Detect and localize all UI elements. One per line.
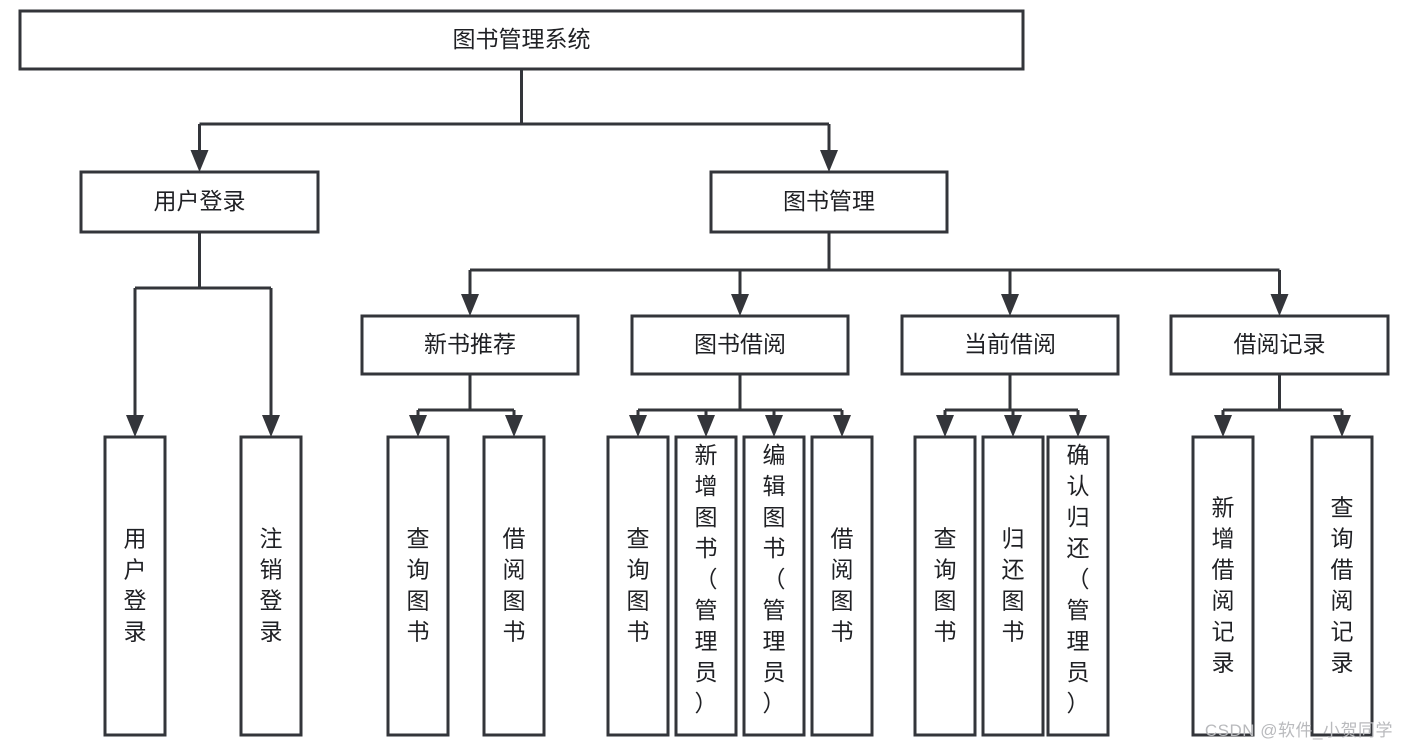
node-box[interactable] — [709, 170, 949, 234]
arrow-head-leaf-confirm-return-admin — [1069, 415, 1087, 437]
node-label: 新书推荐 — [424, 331, 516, 357]
arrow-head-leaf-query-book-borrow — [629, 415, 647, 437]
arrow-head-leaf-add-book-admin — [697, 415, 715, 437]
node-label: 用户登录 — [154, 188, 246, 214]
node-label: 确认归还（管理员） — [1067, 442, 1090, 716]
node-box[interactable] — [1191, 435, 1255, 737]
node-label: 用户登录 — [124, 525, 147, 644]
node-box[interactable] — [18, 9, 1025, 71]
node-current-borrow[interactable]: 当前借阅 — [900, 314, 1120, 376]
node-label: 借阅图书 — [503, 525, 526, 644]
node-label: 查询图书 — [407, 525, 430, 644]
arrow-head-leaf-edit-book-admin — [765, 415, 783, 437]
node-book-management[interactable]: 图书管理 — [709, 170, 949, 234]
arrow-head-leaf-return-book — [1004, 415, 1022, 437]
node-box[interactable] — [810, 435, 874, 737]
node-leaf-query-book-borrow[interactable]: 查询图书 — [606, 435, 670, 737]
node-label: 当前借阅 — [964, 331, 1056, 357]
node-leaf-return-book[interactable]: 归还图书 — [981, 435, 1045, 737]
node-leaf-query-borrow-record[interactable]: 查询借阅记录 — [1310, 435, 1374, 737]
arrow-head-leaf-query-book-rec — [409, 415, 427, 437]
node-borrow-record[interactable]: 借阅记录 — [1169, 314, 1390, 376]
node-box[interactable] — [981, 435, 1045, 737]
arrow-head-leaf-add-borrow-record — [1214, 415, 1232, 437]
node-leaf-query-book-rec[interactable]: 查询图书 — [386, 435, 450, 737]
node-book-borrow[interactable]: 图书借阅 — [630, 314, 850, 376]
node-label: 借阅记录 — [1234, 331, 1326, 357]
node-root[interactable]: 图书管理系统 — [18, 9, 1025, 71]
node-label: 注销登录 — [260, 525, 283, 644]
edges-layer — [126, 69, 1351, 437]
arrow-head-leaf-logout — [262, 415, 280, 437]
node-label: 新增图书（管理员） — [695, 442, 718, 716]
node-new-book-recommend[interactable]: 新书推荐 — [360, 314, 580, 376]
nodes-layer: 图书管理系统用户登录图书管理新书推荐图书借阅当前借阅借阅记录用户登录注销登录查询… — [18, 9, 1390, 737]
arrow-head-borrow-record — [1270, 294, 1289, 316]
node-box[interactable] — [1310, 435, 1374, 737]
node-box[interactable] — [674, 435, 738, 737]
arrow-head-leaf-query-book-current — [936, 415, 954, 437]
node-label: 图书管理系统 — [453, 26, 591, 52]
node-leaf-edit-book-admin[interactable]: 编辑图书（管理员） — [742, 435, 806, 737]
node-box[interactable] — [239, 435, 303, 737]
node-leaf-logout[interactable]: 注销登录 — [239, 435, 303, 737]
node-label: 图书借阅 — [694, 331, 786, 357]
node-label: 查询借阅记录 — [1331, 494, 1354, 675]
node-box[interactable] — [1169, 314, 1390, 376]
arrow-head-leaf-query-borrow-record — [1333, 415, 1351, 437]
arrow-head-current-borrow — [1001, 294, 1019, 316]
node-leaf-confirm-return-admin[interactable]: 确认归还（管理员） — [1046, 435, 1110, 737]
node-leaf-borrow-book-rec[interactable]: 借阅图书 — [482, 435, 546, 737]
node-box[interactable] — [386, 435, 450, 737]
node-box[interactable] — [1046, 435, 1110, 737]
node-box[interactable] — [900, 314, 1120, 376]
node-leaf-add-book-admin[interactable]: 新增图书（管理员） — [674, 435, 738, 737]
node-label: 查询图书 — [627, 525, 650, 644]
arrow-head-user-login — [190, 150, 209, 172]
node-box[interactable] — [360, 314, 580, 376]
node-leaf-user-login[interactable]: 用户登录 — [103, 435, 167, 737]
node-box[interactable] — [630, 314, 850, 376]
arrow-head-book-borrow — [731, 294, 749, 316]
node-box[interactable] — [742, 435, 806, 737]
node-label: 新增借阅记录 — [1212, 494, 1235, 675]
node-label: 查询图书 — [934, 525, 957, 644]
node-box[interactable] — [79, 170, 320, 234]
arrow-head-book-management — [820, 150, 838, 172]
node-label: 编辑图书（管理员） — [763, 442, 786, 716]
arrow-head-leaf-user-login — [126, 415, 144, 437]
node-box[interactable] — [482, 435, 546, 737]
node-box[interactable] — [103, 435, 167, 737]
node-label: 图书管理 — [783, 188, 875, 214]
node-box[interactable] — [913, 435, 977, 737]
node-leaf-add-borrow-record[interactable]: 新增借阅记录 — [1191, 435, 1255, 737]
node-label: 借阅图书 — [831, 525, 854, 644]
watermark-label: CSDN @软件_小贺同学 — [1204, 721, 1393, 740]
arrow-head-new-book-recommend — [461, 294, 479, 316]
node-box[interactable] — [606, 435, 670, 737]
node-label: 归还图书 — [1002, 525, 1025, 644]
node-leaf-borrow-book[interactable]: 借阅图书 — [810, 435, 874, 737]
arrow-head-leaf-borrow-book — [833, 415, 851, 437]
node-user-login[interactable]: 用户登录 — [79, 170, 320, 234]
node-leaf-query-book-current[interactable]: 查询图书 — [913, 435, 977, 737]
arrow-head-leaf-borrow-book-rec — [505, 415, 523, 437]
